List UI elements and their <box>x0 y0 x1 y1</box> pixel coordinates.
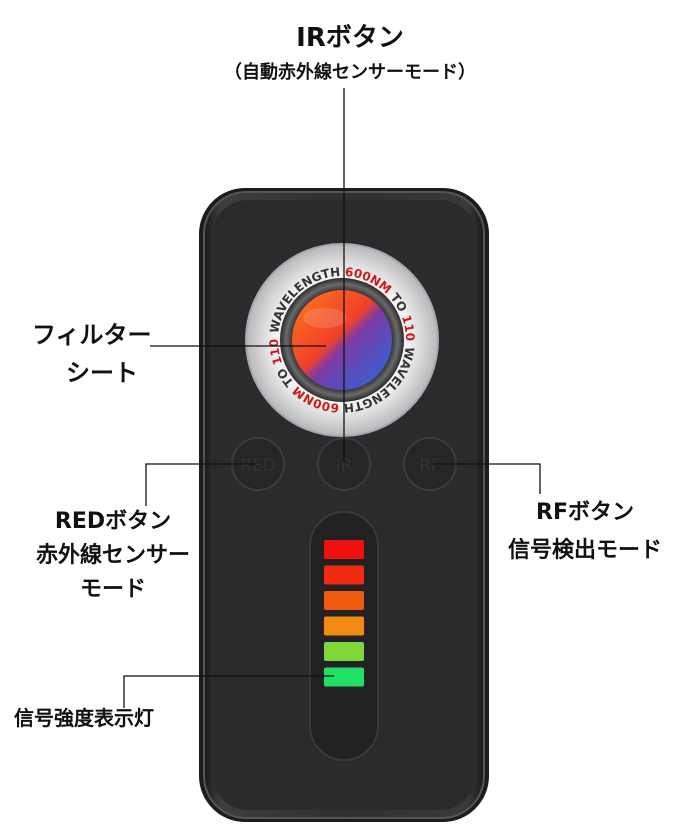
filter-sheet-callout: フィルター シート <box>32 316 152 392</box>
ir-button[interactable]: IR <box>317 437 371 491</box>
signal-callout-line <box>123 675 334 708</box>
filter-sheet-line2: シート <box>66 359 138 387</box>
signal-led-2 <box>324 565 364 585</box>
callout-lines <box>123 88 541 708</box>
rf-button[interactable]: RF <box>403 437 457 491</box>
rf-button-callout-line2: 信号検出モード <box>508 538 663 563</box>
signal-led-4 <box>324 616 364 636</box>
signal-led-1 <box>324 540 364 559</box>
signal-led-6 <box>324 667 364 687</box>
signal-strength-callout: 信号強度表示灯 <box>14 706 154 730</box>
rf-button-label: RF <box>419 456 441 476</box>
filter-sheet-line1: フィルター <box>32 321 152 349</box>
red-button-callout-line2: 赤外線センサー <box>36 543 191 568</box>
red-button-callout-line1: REDボタン <box>54 509 172 534</box>
red-button[interactable]: RED <box>231 437 285 491</box>
rf-button-callout-line1: RFボタン <box>536 500 634 525</box>
signal-led-3 <box>324 591 364 610</box>
red-callout-line <box>145 463 256 506</box>
signal-led-5 <box>324 642 364 661</box>
red-button-callout: REDボタン 赤外線センサー モード <box>36 505 190 607</box>
filter-lens <box>292 290 392 390</box>
rf-button-callout: RFボタン 信号検出モード <box>508 494 662 570</box>
ir-button-callout-title: IRボタン <box>296 23 404 53</box>
signal-led-group <box>324 540 364 687</box>
lens-highlight <box>303 308 347 328</box>
red-button-label: RED <box>240 456 276 476</box>
rf-callout-line <box>432 463 541 494</box>
ir-button-label: IR <box>336 456 353 476</box>
ir-button-callout-subtitle: （自動赤外線センサーモード） <box>224 62 476 83</box>
red-button-callout-line3: モード <box>80 577 147 602</box>
